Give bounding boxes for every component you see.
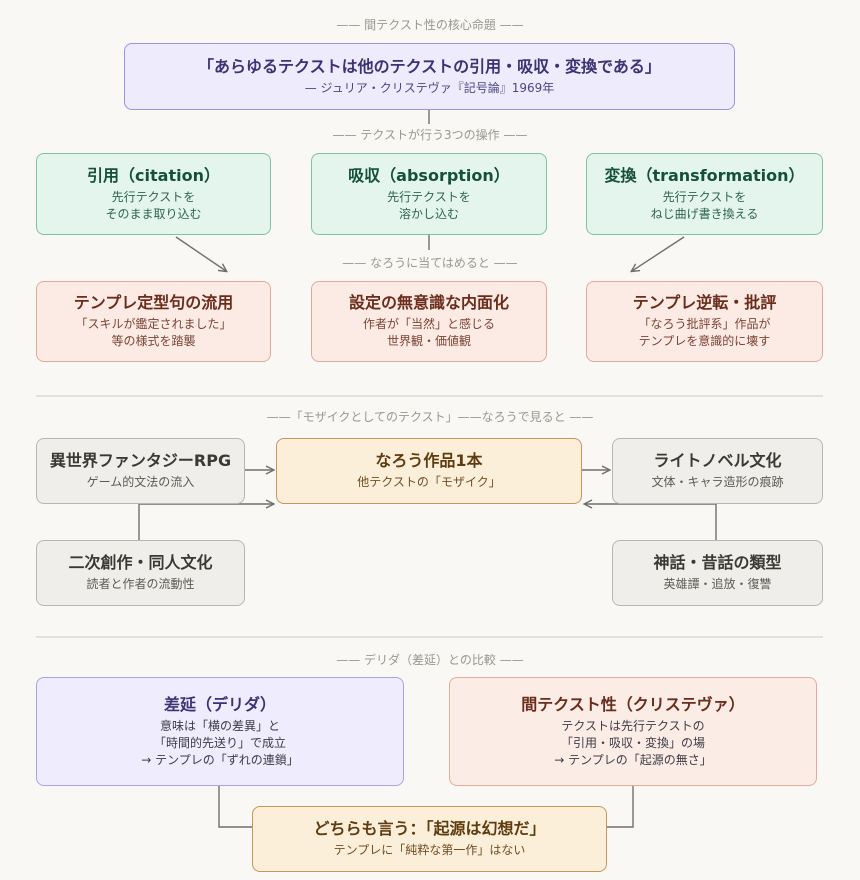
kristeva-to-both-line [607, 786, 634, 828]
section-label-operations: —— テクストが行う3つの操作 —— [332, 128, 528, 142]
kristeva-desc: テクストは先行テクストの 「引用・吸収・変換」の場 → テンプレの「起源の無さ」 [554, 718, 712, 767]
section-label-apply: —— なろうに当てはめると —— [342, 256, 518, 270]
narou-internalization-box: 設定の無意識な内面化 作者が「当然」と感じる 世界観・価値観 [311, 281, 547, 362]
operation-absorption-title: 吸収（absorption） [348, 165, 510, 185]
source-doujin-title: 二次創作・同人文化 [68, 553, 213, 572]
kristeva-title: 間テクスト性（クリステヴァ） [521, 694, 745, 714]
narou-template-phrase-box: テンプレ定型句の流用 「スキルが鑑定されました」 等の様式を踏襲 [36, 281, 271, 362]
narou-internalization-title: 設定の無意識な内面化 [348, 293, 509, 312]
derrida-title: 差延（デリダ） [163, 694, 276, 714]
core-quote-box: 「あらゆるテクストは他のテクストの引用・吸収・変換である」 — ジュリア・クリス… [124, 43, 735, 110]
operation-absorption-desc: 先行テクストを 溶かし込む [387, 189, 471, 221]
operation-absorption-box: 吸収（absorption） 先行テクストを 溶かし込む [311, 153, 547, 235]
narou-critique-title: テンプレ逆転・批評 [632, 293, 777, 312]
operation-transformation-desc: 先行テクストを ねじ曲げ書き換える [650, 189, 759, 221]
narou-critique-desc: 「なろう批評系」作品が テンプレを意識的に壊す [638, 317, 771, 348]
doujin-to-center-arrow [138, 504, 273, 540]
myth-to-center-arrow [585, 504, 717, 540]
source-rpg-desc: ゲーム的文法の流入 [86, 475, 195, 489]
operation-transformation-box: 変換（transformation） 先行テクストを ねじ曲げ書き換える [586, 153, 823, 235]
source-myth-box: 神話・昔話の類型 英雄譚・追放・復讐 [612, 540, 823, 606]
derrida-desc: 意味は「横の差異」と 「時間的先送り」で成立 → テンプレの「ずれの連鎖」 [141, 718, 299, 767]
divider-2 [36, 636, 823, 638]
kristeva-intertextuality-box: 間テクスト性（クリステヴァ） テクストは先行テクストの 「引用・吸収・変換」の場… [449, 677, 817, 786]
source-lightnovel-box: ライトノベル文化 文体・キャラ造形の痕跡 [612, 438, 823, 504]
narou-work-title: なろう作品1本 [375, 451, 483, 470]
citation-to-narou-arrow [175, 236, 226, 271]
conclusion-desc: テンプレに「純粋な第一作」はない [333, 843, 526, 857]
narou-critique-box: テンプレ逆転・批評 「なろう批評系」作品が テンプレを意識的に壊す [586, 281, 823, 362]
source-lightnovel-desc: 文体・キャラ造形の痕跡 [651, 475, 784, 489]
core-quote: 「あらゆるテクストは他のテクストの引用・吸収・変換である」 [198, 56, 661, 76]
operation-citation-title: 引用（citation） [87, 165, 220, 185]
source-rpg-title: 異世界ファンタジーRPG [49, 451, 232, 470]
transformation-to-narou-arrow [632, 236, 685, 271]
section-label-mosaic: ——「モザイクとしてのテクスト」——なろうで見ると —— [266, 410, 594, 424]
core-source: — ジュリア・クリステヴァ『記号論』1969年 [304, 80, 555, 95]
narou-template-phrase-title: テンプレ定型句の流用 [73, 293, 234, 312]
section-label-core: —— 間テクスト性の核心命題 —— [336, 18, 524, 32]
source-myth-desc: 英雄譚・追放・復讐 [663, 577, 772, 591]
conclusion-box: どちらも言う：「起源は幻想だ」 テンプレに「純粋な第一作」はない [252, 806, 607, 872]
section-label-compare: —— デリダ（差延）との比較 —— [336, 653, 524, 667]
narou-template-phrase-desc: 「スキルが鑑定されました」 等の様式を踏襲 [75, 317, 232, 348]
source-myth-title: 神話・昔話の類型 [653, 553, 782, 572]
narou-work-desc: 他テクストの「モザイク」 [357, 475, 501, 489]
narou-internalization-desc: 作者が「当然」と感じる 世界観・価値観 [362, 317, 495, 348]
source-rpg-box: 異世界ファンタジーRPG ゲーム的文法の流入 [36, 438, 245, 504]
narou-work-center-box: なろう作品1本 他テクストの「モザイク」 [276, 438, 582, 504]
source-doujin-desc: 読者と作者の流動性 [86, 577, 195, 591]
operation-citation-desc: 先行テクストを そのまま取り込む [105, 189, 202, 221]
operation-transformation-title: 変換（transformation） [604, 165, 805, 185]
divider-1 [36, 395, 823, 397]
derrida-to-both-line [218, 786, 252, 828]
conclusion-title: どちらも言う：「起源は幻想だ」 [313, 819, 546, 838]
derrida-differance-box: 差延（デリダ） 意味は「横の差異」と 「時間的先送り」で成立 → テンプレの「ず… [36, 677, 404, 786]
source-lightnovel-title: ライトノベル文化 [653, 451, 782, 470]
operation-citation-box: 引用（citation） 先行テクストを そのまま取り込む [36, 153, 271, 235]
source-doujin-box: 二次創作・同人文化 読者と作者の流動性 [36, 540, 245, 606]
